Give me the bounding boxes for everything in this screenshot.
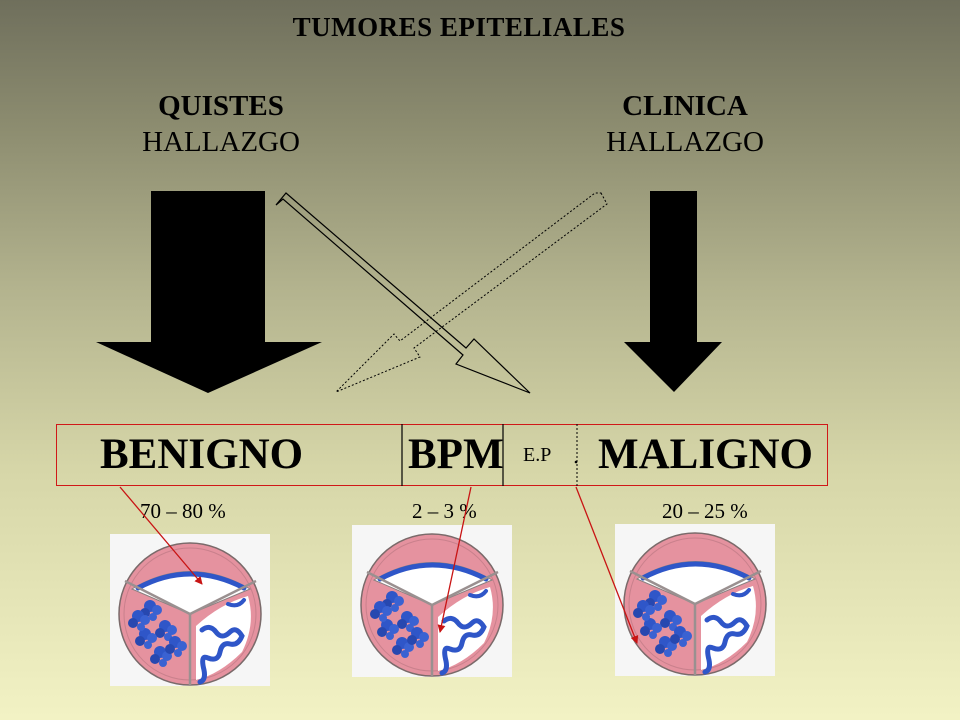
ep-dot bbox=[574, 460, 578, 464]
hallazgo-right-label: HALLAZGO bbox=[606, 126, 764, 158]
clinica-hallazgo-heading: CLINICA HALLAZGO bbox=[585, 88, 785, 160]
benigno-label: BENIGNO bbox=[100, 431, 304, 478]
big-black-arrow-right bbox=[624, 191, 722, 392]
quistes-hallazgo-heading: QUISTES HALLAZGO bbox=[121, 88, 321, 160]
outline-arrow-to-bpm bbox=[275, 192, 531, 394]
dashed-arrow-to-benigno bbox=[335, 192, 608, 393]
slide-title: TUMORES EPITELIALES bbox=[292, 12, 626, 42]
ep-label: E.P bbox=[523, 444, 552, 466]
clinica-label: CLINICA bbox=[622, 90, 748, 122]
annotation-arrow-maligno bbox=[575, 486, 639, 644]
bpm-label: BPM bbox=[408, 431, 504, 478]
percentage-maligno: 20 – 25 % bbox=[662, 499, 748, 523]
quistes-label: QUISTES bbox=[158, 90, 284, 122]
annotation-arrow-bpm bbox=[437, 486, 472, 633]
maligno-label: MALIGNO bbox=[598, 431, 813, 478]
classification-band bbox=[56, 424, 828, 486]
annotation-arrow-benigno bbox=[119, 486, 203, 585]
hallazgo-left-label: HALLAZGO bbox=[142, 126, 300, 158]
big-black-arrow-left bbox=[96, 191, 322, 393]
percentage-benigno: 70 – 80 % bbox=[140, 499, 226, 523]
